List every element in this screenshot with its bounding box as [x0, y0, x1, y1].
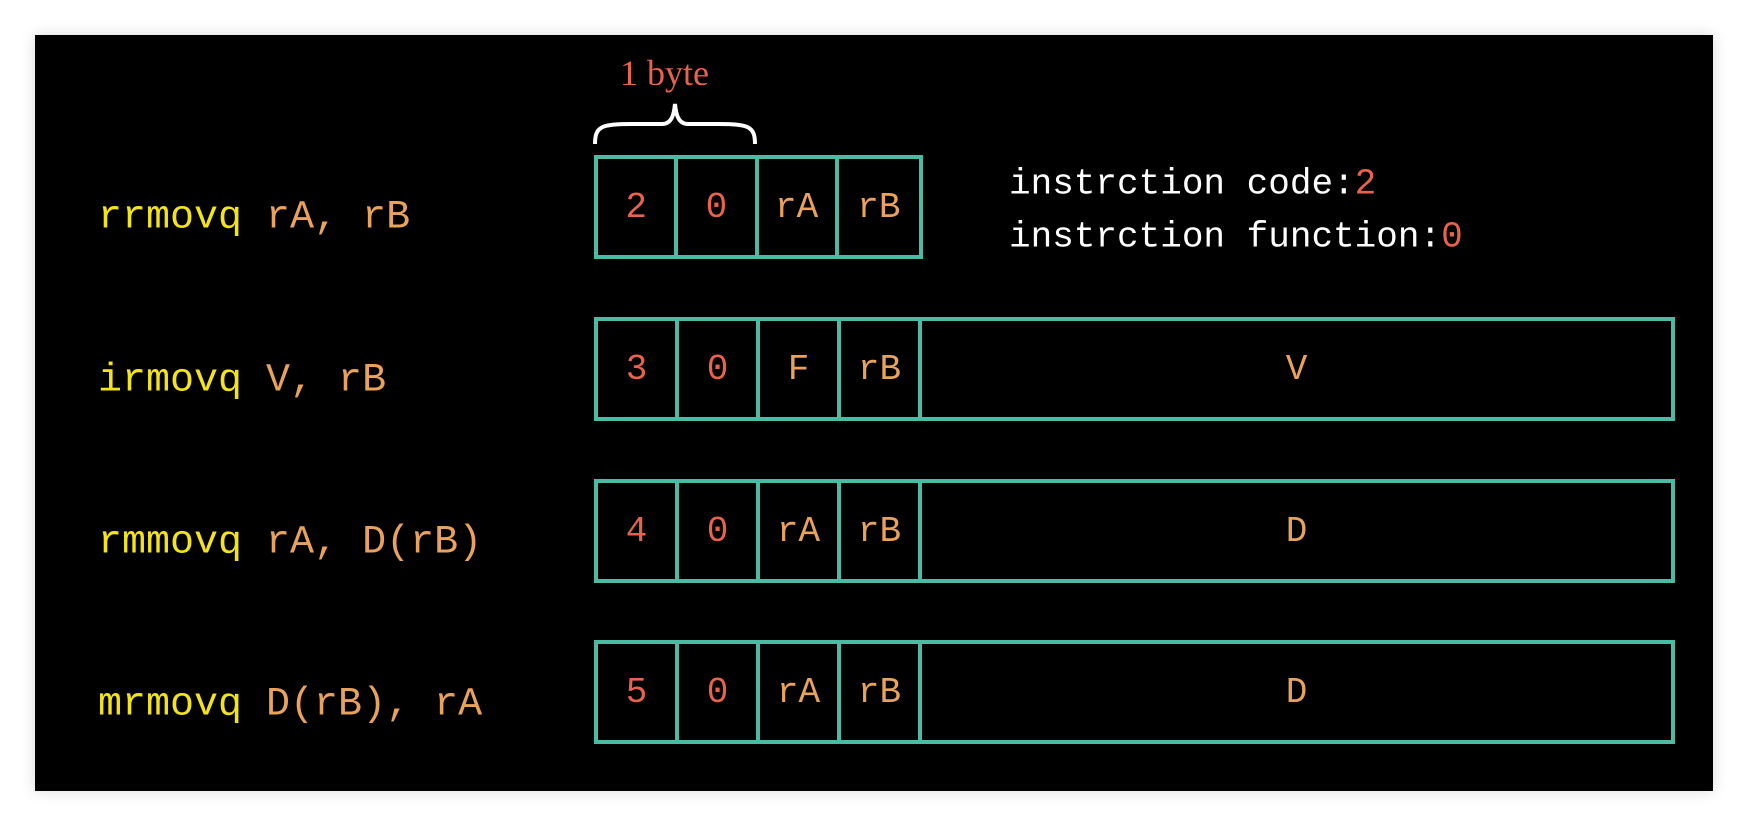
mnemonic: irmovq — [98, 358, 243, 404]
instruction-code-info: instrction code:2 — [1009, 164, 1376, 205]
code-value: 2 — [1354, 163, 1377, 205]
encoding-rrmovq: 2 0 rA rB — [594, 155, 923, 259]
operands: D(rB), rA — [266, 682, 483, 728]
mnemonic: rrmovq — [98, 195, 243, 241]
ra-cell: F — [760, 321, 841, 417]
rb-cell: rB — [841, 483, 922, 579]
icode-cell: 5 — [598, 644, 679, 740]
instruction-rrmovq: rrmovq rA, rB — [98, 196, 410, 241]
ra-cell: rA — [759, 159, 839, 255]
instruction-mrmovq: mrmovq D(rB), rA — [98, 683, 482, 728]
operands: V, rB — [266, 358, 387, 404]
instruction-rmmovq: rmmovq rA, D(rB) — [98, 521, 482, 566]
operands: rA, D(rB) — [266, 520, 483, 566]
ifun-cell: 0 — [679, 483, 760, 579]
mnemonic: mrmovq — [98, 682, 243, 728]
encoding-rmmovq: 4 0 rA rB D — [594, 479, 1675, 583]
rb-cell: rB — [841, 321, 922, 417]
ifun-cell: 0 — [679, 321, 760, 417]
icode-cell: 3 — [598, 321, 679, 417]
icode-cell: 4 — [598, 483, 679, 579]
rb-cell: rB — [841, 644, 922, 740]
instruction-irmovq: irmovq V, rB — [98, 359, 386, 404]
ifun-cell: 0 — [678, 159, 759, 255]
function-label: instrction function: — [1009, 216, 1442, 258]
icode-cell: 2 — [598, 159, 679, 255]
displacement-cell: D — [1285, 510, 1308, 552]
code-label: instrction code: — [1009, 163, 1355, 205]
operands: rA, rB — [266, 195, 411, 241]
rb-cell: rB — [857, 186, 901, 228]
value-cell: V — [1285, 348, 1308, 390]
ra-cell: rA — [760, 483, 841, 579]
diagram-panel — [35, 35, 1713, 791]
instruction-function-info: instrction function:0 — [1009, 217, 1463, 258]
byte-label: 1 byte — [620, 53, 709, 93]
ra-cell: rA — [760, 644, 841, 740]
encoding-irmovq: 3 0 F rB V — [594, 317, 1675, 421]
mnemonic: rmmovq — [98, 520, 243, 566]
ifun-cell: 0 — [679, 644, 760, 740]
brace-icon — [593, 103, 757, 145]
displacement-cell: D — [1285, 671, 1308, 713]
encoding-mrmovq: 5 0 rA rB D — [594, 640, 1675, 744]
function-value: 0 — [1441, 216, 1463, 258]
